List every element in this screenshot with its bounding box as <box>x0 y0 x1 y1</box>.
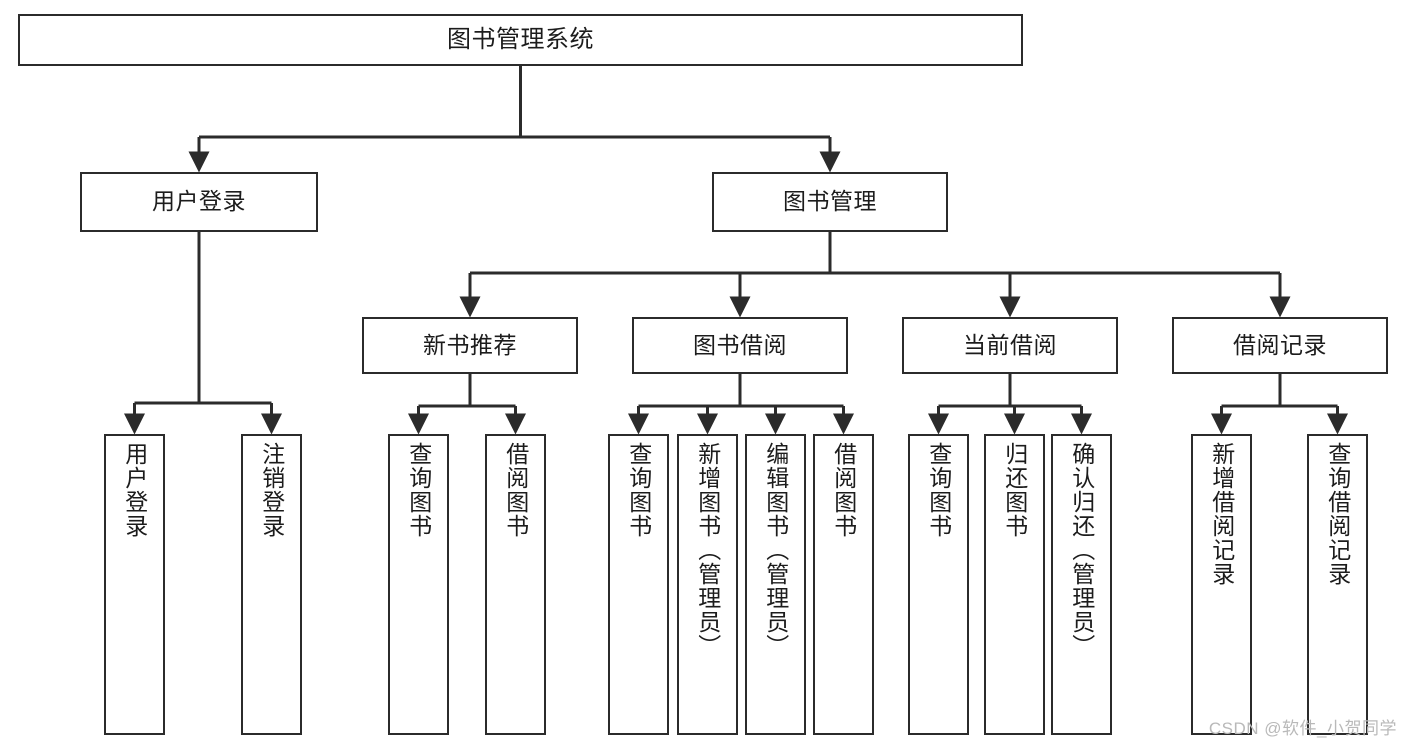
watermark: CSDN @软件_小贺同学 <box>1208 719 1397 738</box>
node-leaf-logout-label: 注销登录 <box>258 442 285 538</box>
node-current-borrow-label: 当前借阅 <box>963 331 1057 358</box>
node-leaf-logout[interactable]: 注销登录 <box>241 434 302 735</box>
node-leaf-borrow-book-2-label: 借阅图书 <box>830 442 857 538</box>
node-root-label: 图书管理系统 <box>447 25 594 53</box>
node-book-manage-label: 图书管理 <box>783 188 877 215</box>
node-leaf-confirm-return[interactable]: 确认归还（管理员） <box>1051 434 1112 735</box>
node-book-manage[interactable]: 图书管理 <box>712 172 948 232</box>
node-leaf-query-book-2-label: 查询图书 <box>625 442 652 538</box>
node-leaf-add-record-label: 新增借阅记录 <box>1208 442 1235 586</box>
node-leaf-query-record-label: 查询借阅记录 <box>1324 442 1351 586</box>
node-new-book-recommend[interactable]: 新书推荐 <box>362 317 578 374</box>
node-leaf-add-record[interactable]: 新增借阅记录 <box>1191 434 1252 735</box>
node-borrow-record[interactable]: 借阅记录 <box>1172 317 1388 374</box>
node-leaf-query-book-1-label: 查询图书 <box>405 442 432 538</box>
node-leaf-borrow-book-1-label: 借阅图书 <box>502 442 529 538</box>
node-leaf-user-login-label: 用户登录 <box>121 442 148 538</box>
node-leaf-query-book-3-label: 查询图书 <box>925 442 952 538</box>
node-root[interactable]: 图书管理系统 <box>18 14 1023 66</box>
node-leaf-query-book-2[interactable]: 查询图书 <box>608 434 669 735</box>
node-user-login-label: 用户登录 <box>152 188 246 215</box>
node-leaf-edit-book-label: 编辑图书（管理员） <box>762 442 789 658</box>
node-leaf-edit-book[interactable]: 编辑图书（管理员） <box>745 434 806 735</box>
node-book-borrow-label: 图书借阅 <box>693 331 787 358</box>
node-leaf-return-book-label: 归还图书 <box>1001 442 1028 538</box>
node-leaf-confirm-return-label: 确认归还（管理员） <box>1068 442 1095 658</box>
node-new-book-recommend-label: 新书推荐 <box>423 331 517 358</box>
node-leaf-add-book[interactable]: 新增图书（管理员） <box>677 434 738 735</box>
node-leaf-query-record[interactable]: 查询借阅记录 <box>1307 434 1368 735</box>
node-leaf-borrow-book-2[interactable]: 借阅图书 <box>813 434 874 735</box>
node-leaf-query-book-1[interactable]: 查询图书 <box>388 434 449 735</box>
node-leaf-borrow-book-1[interactable]: 借阅图书 <box>485 434 546 735</box>
node-leaf-query-book-3[interactable]: 查询图书 <box>908 434 969 735</box>
node-leaf-user-login[interactable]: 用户登录 <box>104 434 165 735</box>
node-user-login[interactable]: 用户登录 <box>80 172 318 232</box>
node-borrow-record-label: 借阅记录 <box>1233 331 1327 358</box>
node-leaf-add-book-label: 新增图书（管理员） <box>694 442 721 658</box>
node-leaf-return-book[interactable]: 归还图书 <box>984 434 1045 735</box>
node-current-borrow[interactable]: 当前借阅 <box>902 317 1118 374</box>
node-book-borrow[interactable]: 图书借阅 <box>632 317 848 374</box>
